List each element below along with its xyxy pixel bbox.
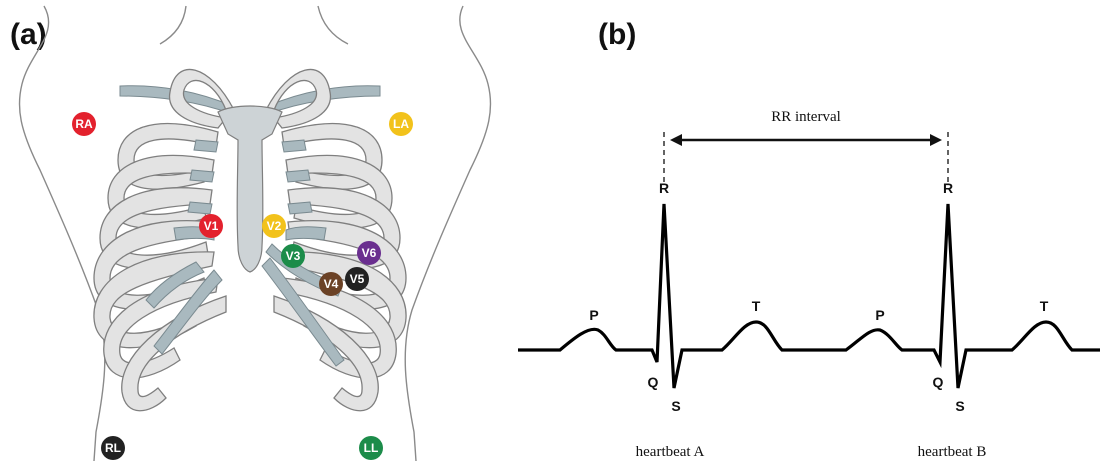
- heartbeat-b-label: heartbeat B: [918, 444, 987, 460]
- svg-text:LA: LA: [393, 117, 409, 131]
- electrode-ra: RA: [72, 112, 96, 136]
- svg-text:RA: RA: [75, 117, 93, 131]
- wave-label-p-a: P: [589, 307, 598, 323]
- heartbeat-a-label: heartbeat A: [636, 444, 705, 460]
- svg-text:LL: LL: [364, 441, 379, 455]
- svg-text:V2: V2: [267, 219, 282, 233]
- wave-label-s-b: S: [955, 398, 964, 414]
- electrode-la: LA: [389, 112, 413, 136]
- svg-text:V4: V4: [324, 277, 339, 291]
- wave-label-t-a: T: [752, 298, 761, 314]
- rr-arrowhead-left: [670, 134, 682, 146]
- wave-label-q-b: Q: [933, 374, 944, 390]
- rr-arrowhead-right: [930, 134, 942, 146]
- wave-label-r-b: R: [943, 180, 953, 196]
- electrode-v1: V1: [199, 214, 223, 238]
- rib-cage: [94, 69, 406, 410]
- electrode-rl: RL: [101, 436, 125, 460]
- electrode-v4: V4: [319, 272, 343, 296]
- svg-text:RL: RL: [105, 441, 121, 455]
- electrode-v2: V2: [262, 214, 286, 238]
- wave-label-t-b: T: [1040, 298, 1049, 314]
- electrode-v3: V3: [281, 244, 305, 268]
- svg-text:V3: V3: [286, 249, 301, 263]
- svg-text:V1: V1: [204, 219, 219, 233]
- panel-b-label: (b): [598, 18, 636, 51]
- wave-label-q-a: Q: [648, 374, 659, 390]
- ecg-trace: [518, 204, 1100, 388]
- wave-label-s-a: S: [671, 398, 680, 414]
- electrode-ll: LL: [359, 436, 383, 460]
- svg-text:V6: V6: [362, 246, 377, 260]
- wave-label-r-a: R: [659, 180, 669, 196]
- rr-interval-label: RR interval: [771, 109, 841, 125]
- electrode-v5: V5: [345, 267, 369, 291]
- wave-label-p-b: P: [875, 307, 884, 323]
- electrode-v6: V6: [357, 241, 381, 265]
- svg-text:V5: V5: [350, 272, 365, 286]
